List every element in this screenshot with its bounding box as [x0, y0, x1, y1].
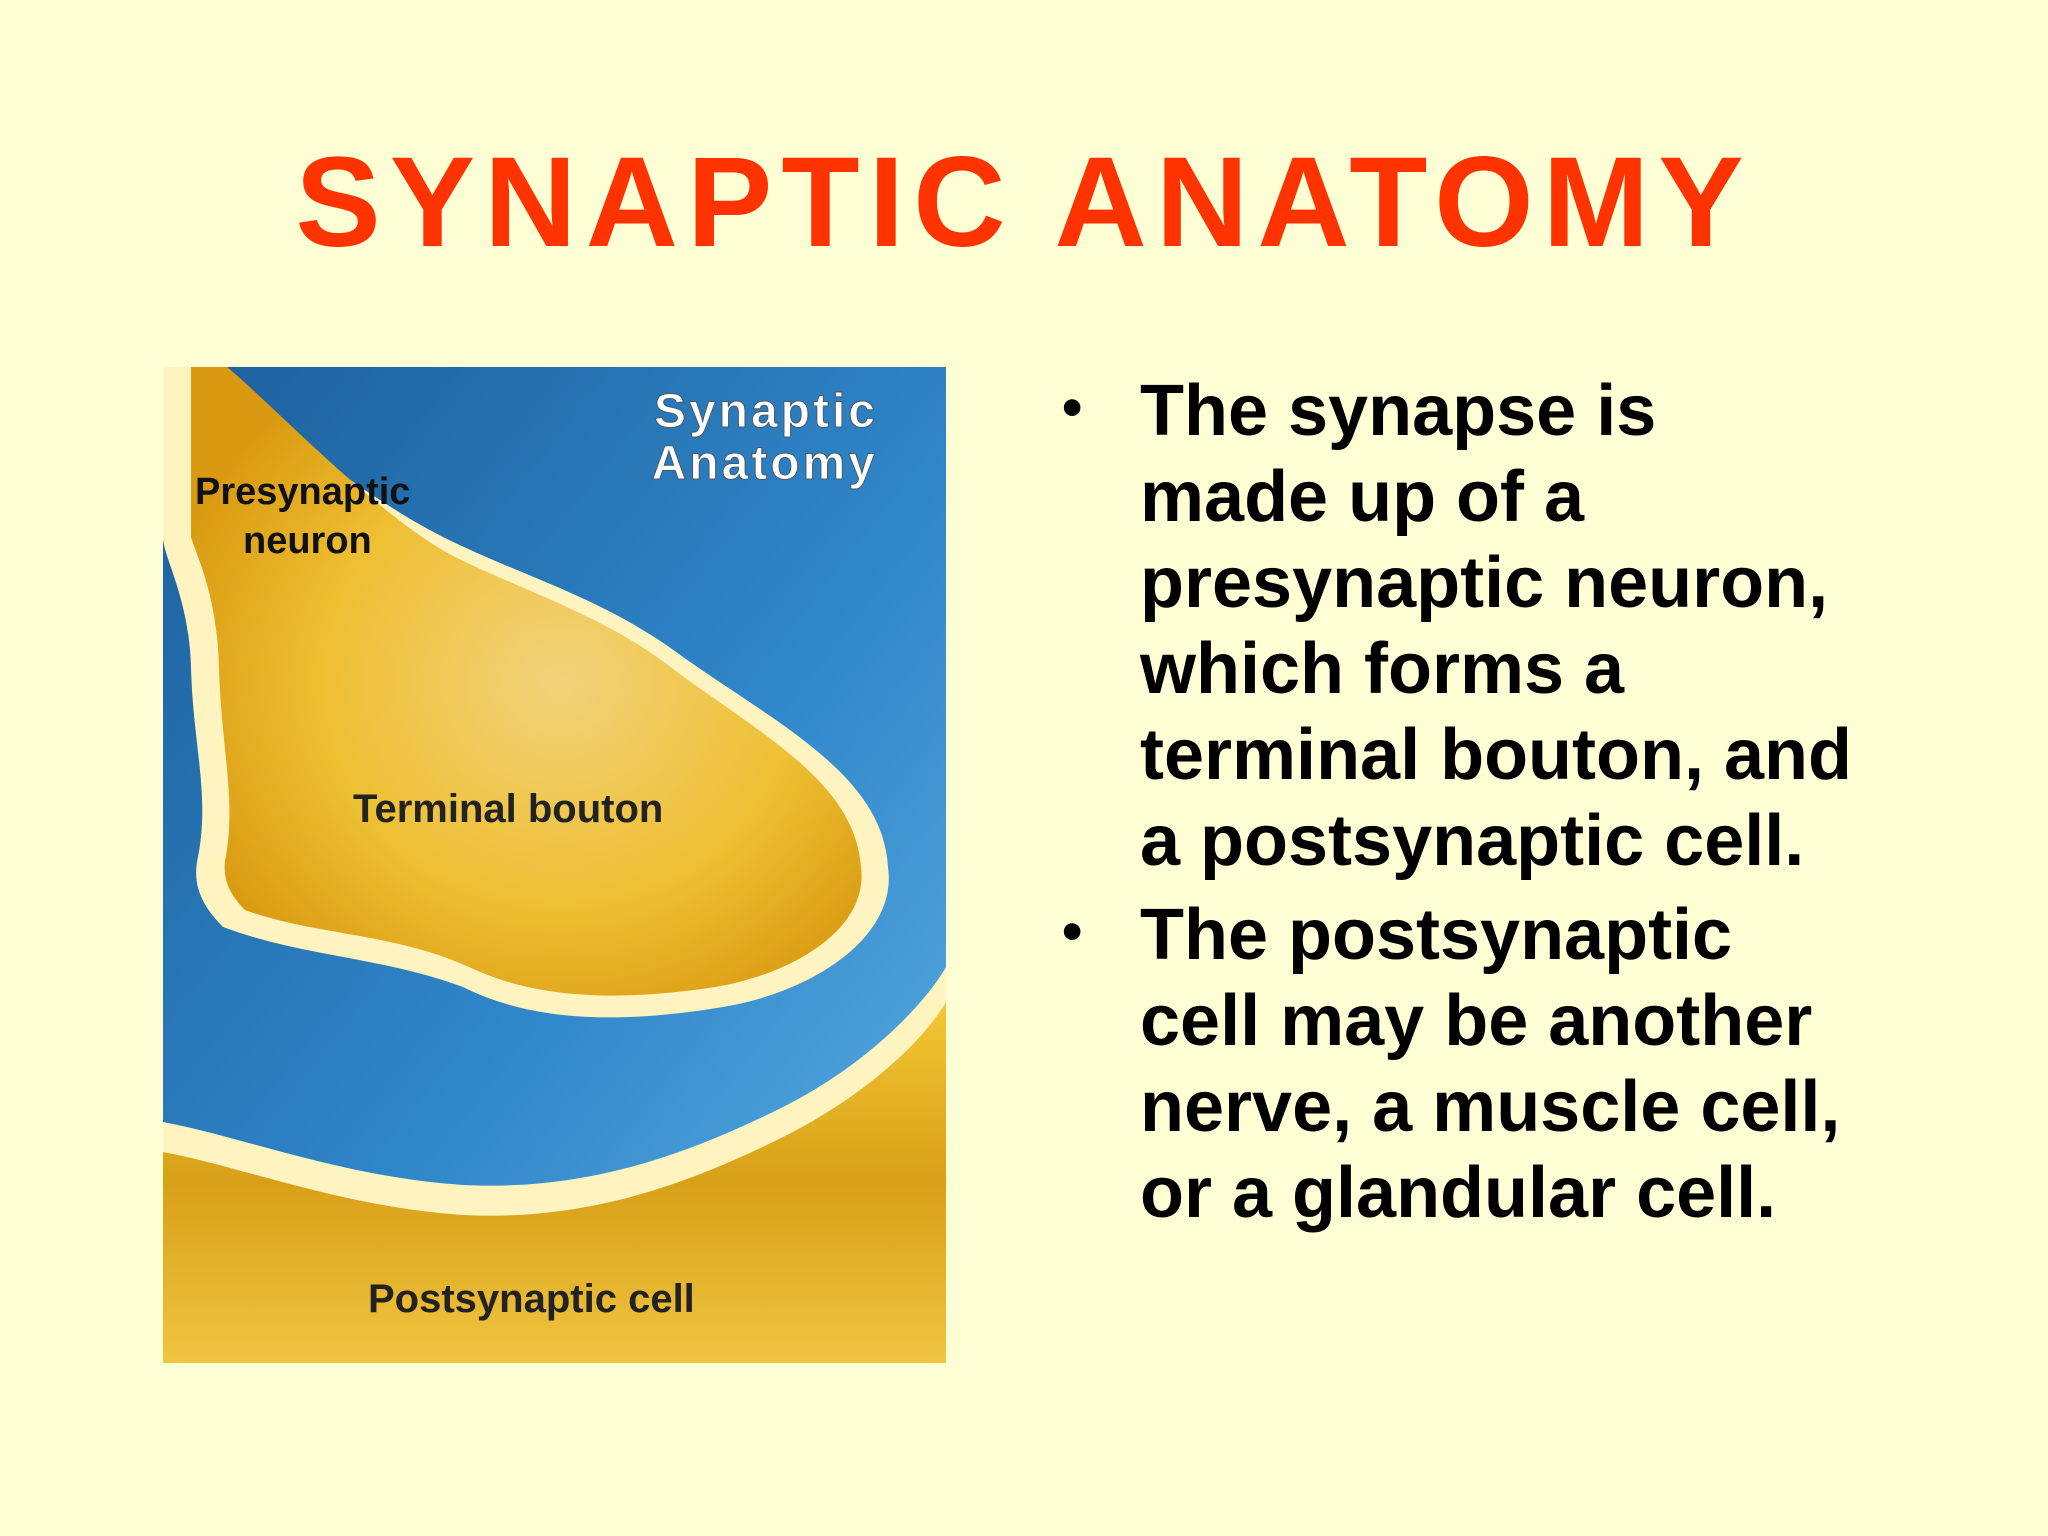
bullet-text-line: nerve, a muscle cell,	[1140, 1067, 1841, 1147]
bullet-marker: •	[1062, 899, 1083, 964]
bullet-text-line: terminal bouton, and	[1140, 715, 1852, 795]
bullet-text-line: The postsynaptic	[1140, 895, 1733, 975]
terminal-bouton	[191, 367, 862, 996]
figure-title-line2: Anatomy	[652, 437, 878, 490]
bullet-text-line: which forms a	[1140, 629, 1625, 709]
label-postsynaptic-cell: Postsynaptic cell	[368, 1277, 695, 1321]
bullet-text-line: or a glandular cell.	[1140, 1153, 1777, 1233]
synapse-diagram-svg: Synaptic Anatomy Presynaptic neuron Term…	[163, 367, 946, 1363]
bullet-marker: •	[1062, 375, 1083, 440]
postsynaptic-cell	[163, 1002, 946, 1363]
bullet-text-line: made up of a	[1140, 457, 1585, 537]
label-presynaptic-neuron-line2: neuron	[243, 520, 372, 562]
label-terminal-bouton: Terminal bouton	[353, 787, 663, 831]
bullet-text-line: cell may be another	[1140, 981, 1813, 1061]
bullet-text-line: The synapse is	[1140, 371, 1657, 451]
synapse-diagram: Synaptic Anatomy Presynaptic neuron Term…	[163, 367, 946, 1363]
bullet-text-line: presynaptic neuron,	[1140, 543, 1829, 623]
label-presynaptic-neuron-line1: Presynaptic	[195, 471, 410, 513]
slide-title: SYNAPTIC ANATOMY	[295, 131, 1753, 274]
figure-title-line1: Synaptic	[654, 385, 878, 438]
bullet-text-line: a postsynaptic cell.	[1140, 801, 1805, 881]
